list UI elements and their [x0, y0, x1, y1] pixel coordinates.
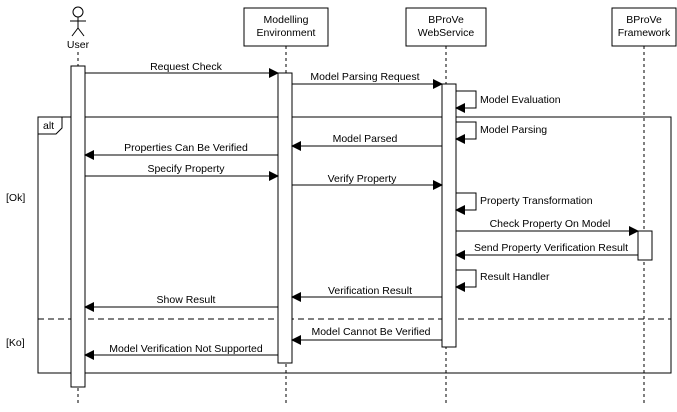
activation-modelling-environment: [277, 72, 293, 364]
message-model-evaluation: [455, 90, 477, 113]
activation-framework: [637, 230, 653, 261]
label-model-parsing-request: Model Parsing Request: [310, 71, 419, 83]
actor-icon: [70, 6, 86, 37]
message-model-parsing: [455, 121, 477, 144]
message-lines: [84, 68, 639, 360]
activation-webservice: [441, 83, 457, 348]
label-show-result: Show Result: [157, 294, 216, 306]
participant-label-framework-line1: BProVe: [626, 14, 662, 26]
label-check-property-on-model: Check Property On Model: [490, 218, 611, 230]
label-model-parsed: Model Parsed: [333, 133, 398, 145]
label-model-evaluation: Model Evaluation: [480, 94, 561, 106]
label-model-parsing: Model Parsing: [480, 124, 547, 136]
participant-label-modelling-line1: Modelling: [264, 14, 309, 26]
message-labels: Request Check Model Parsing Request Mode…: [109, 61, 628, 355]
alt-fragment: alt: [37, 116, 672, 374]
activation-user: [70, 65, 86, 388]
alt-operator-tab: [37, 116, 63, 135]
label-specify-property: Specify Property: [147, 163, 225, 175]
message-property-transformation: [455, 192, 477, 215]
participant-label-framework-line2: Framework: [618, 27, 671, 39]
participant-user: User: [67, 6, 90, 51]
label-model-verification-not-supported: Model Verification Not Supported: [109, 343, 263, 355]
alt-operator-label: alt: [43, 120, 54, 132]
label-request-check: Request Check: [150, 61, 223, 73]
guard-ok: [Ok]: [6, 192, 25, 204]
label-verify-property: Verify Property: [328, 173, 398, 185]
label-send-property-verification-result: Send Property Verification Result: [474, 242, 628, 254]
activations: [70, 65, 653, 388]
participant-label-webservice-line1: BProVe: [428, 14, 464, 26]
participant-label-user: User: [67, 39, 90, 51]
label-property-transformation: Property Transformation: [480, 195, 593, 207]
label-result-handler: Result Handler: [480, 271, 550, 283]
participant-framework: BProVe Framework: [611, 7, 677, 47]
label-model-cannot-be-verified: Model Cannot Be Verified: [311, 326, 430, 338]
participant-label-webservice-line2: WebService: [418, 27, 475, 39]
guard-ko: [Ko]: [6, 337, 25, 349]
label-verification-result: Verification Result: [328, 285, 412, 297]
participant-label-modelling-line2: Environment: [257, 27, 316, 39]
message-result-handler: [455, 269, 477, 292]
participant-modelling-environment: Modelling Environment: [243, 7, 329, 47]
participant-webservice: BProVe WebService: [405, 7, 487, 47]
label-properties-can-be-verified: Properties Can Be Verified: [124, 142, 248, 154]
